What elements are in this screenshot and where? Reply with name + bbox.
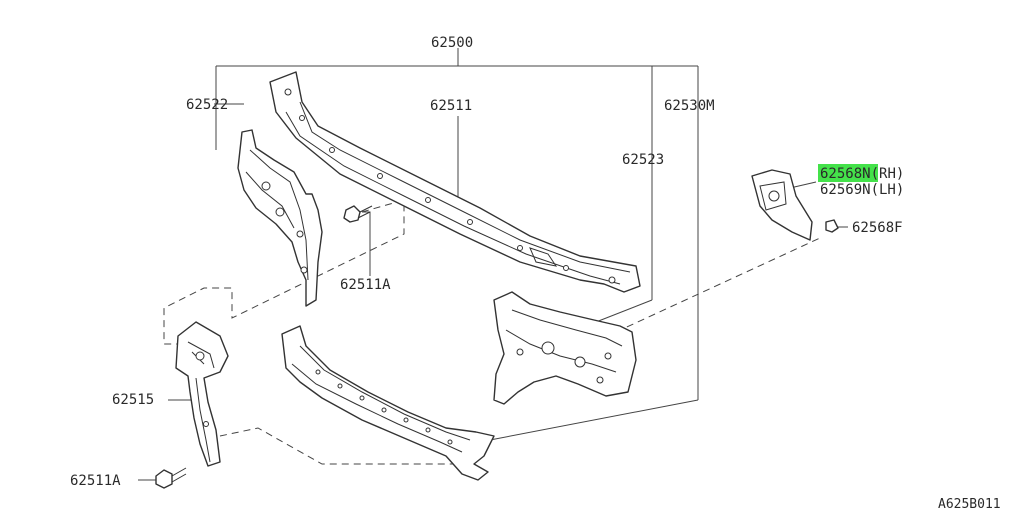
highlight-marker [818, 164, 878, 182]
bolt-lower-icon [155, 467, 187, 489]
label-clip-lh: 62569N(LH) [820, 182, 904, 198]
label-fastener: 62568F [852, 220, 903, 236]
bolt-upper-icon [343, 205, 373, 223]
label-assembly: 62500 [431, 35, 473, 51]
label-clip-rh-suffix: N(RH) [862, 166, 904, 182]
fastener-icon [825, 219, 839, 233]
label-left-side-support: 62522 [186, 97, 228, 113]
lower-radiator-core-support [281, 325, 495, 481]
label-lower-support: 62530M [664, 98, 715, 114]
label-right-side-support: 62523 [622, 152, 664, 168]
side-clip-bracket [751, 169, 813, 241]
label-clip-part-highlighted: 62568 [820, 166, 862, 182]
left-side-support [237, 129, 323, 307]
leader-lines [138, 48, 848, 481]
label-clip-rh: 62568N(RH) [820, 166, 904, 182]
label-left-lower-stay: 62515 [112, 392, 154, 408]
alignment-lines [163, 199, 821, 465]
upper-radiator-core-support [269, 71, 641, 293]
left-lower-stay [175, 321, 229, 467]
part-labels: 62500 62511 62522 62530M 62523 62511A 62… [70, 35, 1001, 512]
label-upper-support: 62511 [430, 98, 472, 114]
right-side-support [493, 291, 637, 405]
label-bolt-lower: 62511A [70, 473, 121, 489]
diagram-code: A625B011 [938, 497, 1001, 512]
label-bolt-upper: 62511A [340, 277, 391, 293]
